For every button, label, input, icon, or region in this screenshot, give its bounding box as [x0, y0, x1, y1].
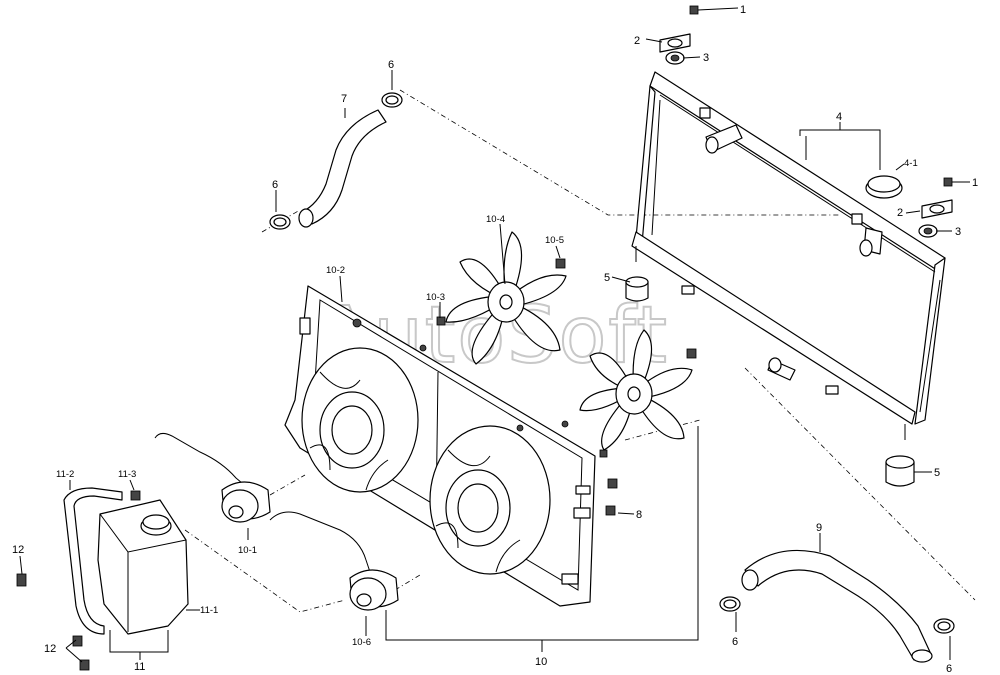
leader-lines: [19, 7, 970, 663]
radiator-cap: [865, 175, 903, 199]
label-11-2: 11-2: [56, 469, 74, 480]
fan-motor-right: [269, 511, 399, 611]
label-10-5: 10-5: [545, 235, 564, 246]
fan-motor-left: [154, 432, 271, 523]
label-11-3: 11-3: [118, 469, 136, 480]
label-6-lower-right: 6: [946, 663, 952, 675]
label-10-4: 10-4: [486, 214, 505, 225]
label-6-lower-left: 6: [732, 636, 738, 648]
label-10-3: 10-3: [426, 292, 445, 303]
label-4-1: 4-1: [904, 158, 918, 169]
label-4: 4: [836, 111, 842, 123]
label-9: 9: [816, 522, 822, 534]
label-3-top: 3: [703, 52, 709, 64]
label-10: 10: [535, 656, 547, 668]
label-1-top: 1: [740, 4, 746, 16]
lower-radiator-hose: [741, 549, 933, 663]
label-5-upper: 5: [604, 272, 610, 284]
label-7: 7: [341, 93, 347, 105]
label-6-upper-left: 6: [272, 179, 278, 191]
label-11: 11: [134, 661, 145, 673]
label-6-upper-right: 6: [388, 59, 394, 71]
label-10-2: 10-2: [326, 265, 345, 276]
rubber-mount-lower: [885, 455, 915, 487]
hose-clamp-upper-left: [269, 214, 291, 230]
upper-radiator-hose: [298, 109, 387, 228]
label-12-upper: 12: [12, 544, 24, 556]
fan-shroud: [284, 285, 596, 607]
label-11-1: 11-1: [200, 605, 218, 616]
label-10-1: 10-1: [238, 545, 257, 556]
label-8: 8: [636, 509, 642, 521]
label-2-right: 2: [897, 207, 903, 219]
coolant-reservoir: [63, 487, 189, 635]
rubber-mount-upper: [625, 276, 649, 302]
label-2-top: 2: [634, 35, 640, 47]
fan-nuts: [436, 258, 697, 516]
part-labels: 1 2 3 4 4-1 1 2 3 5 5 7 6 6 8 9 6 6 10-4…: [12, 4, 978, 675]
label-3-right: 3: [955, 226, 961, 238]
label-5-lower: 5: [934, 467, 940, 479]
fan-blade-lower: [579, 329, 693, 451]
upper-bracket-right: [918, 177, 953, 238]
label-10-6: 10-6: [352, 637, 371, 648]
radiator: [631, 71, 946, 440]
hose-clamp-lower-left: [719, 596, 741, 612]
label-12-lower: 12: [44, 643, 56, 655]
hose-clamp-upper-right: [381, 92, 403, 108]
fan-blade-upper: [445, 231, 567, 365]
label-1-right: 1: [972, 177, 978, 189]
hose-clamp-lower-right: [933, 618, 955, 634]
upper-bracket-left: [659, 5, 699, 65]
alignment-lines: [184, 89, 976, 613]
